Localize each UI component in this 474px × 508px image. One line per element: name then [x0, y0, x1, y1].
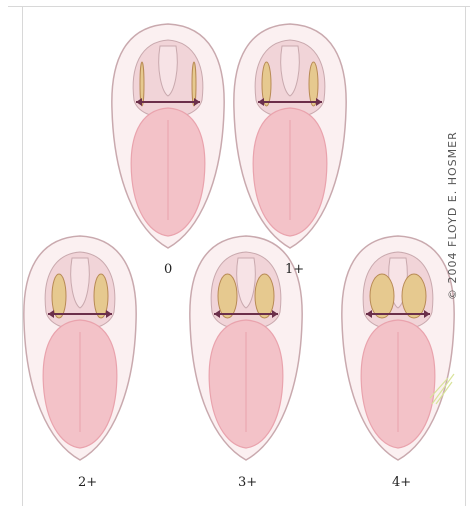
mouth-panel-1 — [234, 24, 346, 248]
mouth-panel-2 — [24, 236, 136, 460]
mouth-panel-0 — [112, 24, 224, 248]
right-tonsil-shape — [255, 274, 274, 318]
left-tonsil-shape — [370, 274, 394, 318]
right-tonsil-shape — [94, 274, 108, 318]
right-tonsil-shape — [402, 274, 426, 318]
left-tonsil-shape — [52, 274, 66, 318]
grade-label-1: 1+ — [285, 262, 304, 277]
grade-label-0: 0 — [164, 262, 172, 277]
copyright-credit: © 2004 FLOYD E. HOSMER — [446, 90, 459, 300]
scribble-mark — [428, 368, 458, 408]
mouth-panel-4 — [342, 236, 454, 460]
grade-label-4: 4+ — [392, 475, 411, 490]
left-tonsil-shape — [218, 274, 237, 318]
grade-label-3: 3+ — [238, 475, 257, 490]
grade-label-2: 2+ — [78, 475, 97, 490]
